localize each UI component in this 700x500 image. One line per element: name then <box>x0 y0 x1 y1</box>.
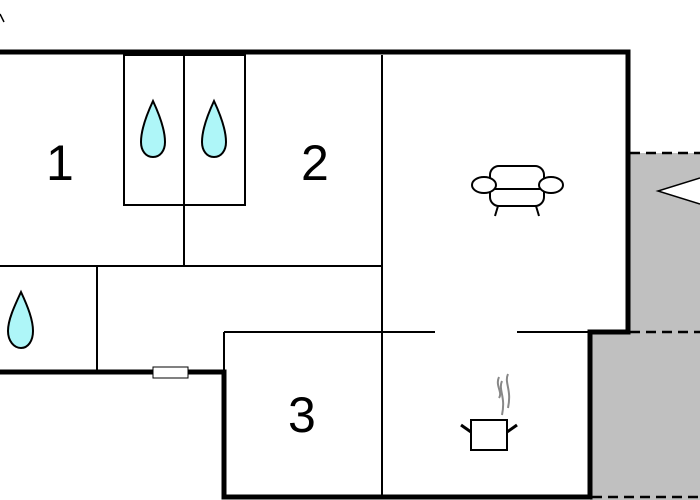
cooking-pot-icon <box>460 373 518 451</box>
water-drop-icon <box>200 98 228 159</box>
interior-walls <box>0 54 590 496</box>
room-label-2: 2 <box>301 135 329 191</box>
north-arrow-icon <box>0 13 5 23</box>
sofa-icon <box>471 165 564 217</box>
outer-walls <box>0 49 631 500</box>
terrace-upper <box>630 153 700 332</box>
entrance-arrow-icon <box>655 177 700 205</box>
water-drop-icon <box>6 289 35 350</box>
room-label-1: 1 <box>46 135 74 191</box>
terrace-lower <box>590 332 700 500</box>
terrace-dashed-edges <box>592 151 700 499</box>
window-icon <box>152 366 189 379</box>
water-drop-icon <box>139 98 167 159</box>
room-label-3: 3 <box>288 387 316 443</box>
